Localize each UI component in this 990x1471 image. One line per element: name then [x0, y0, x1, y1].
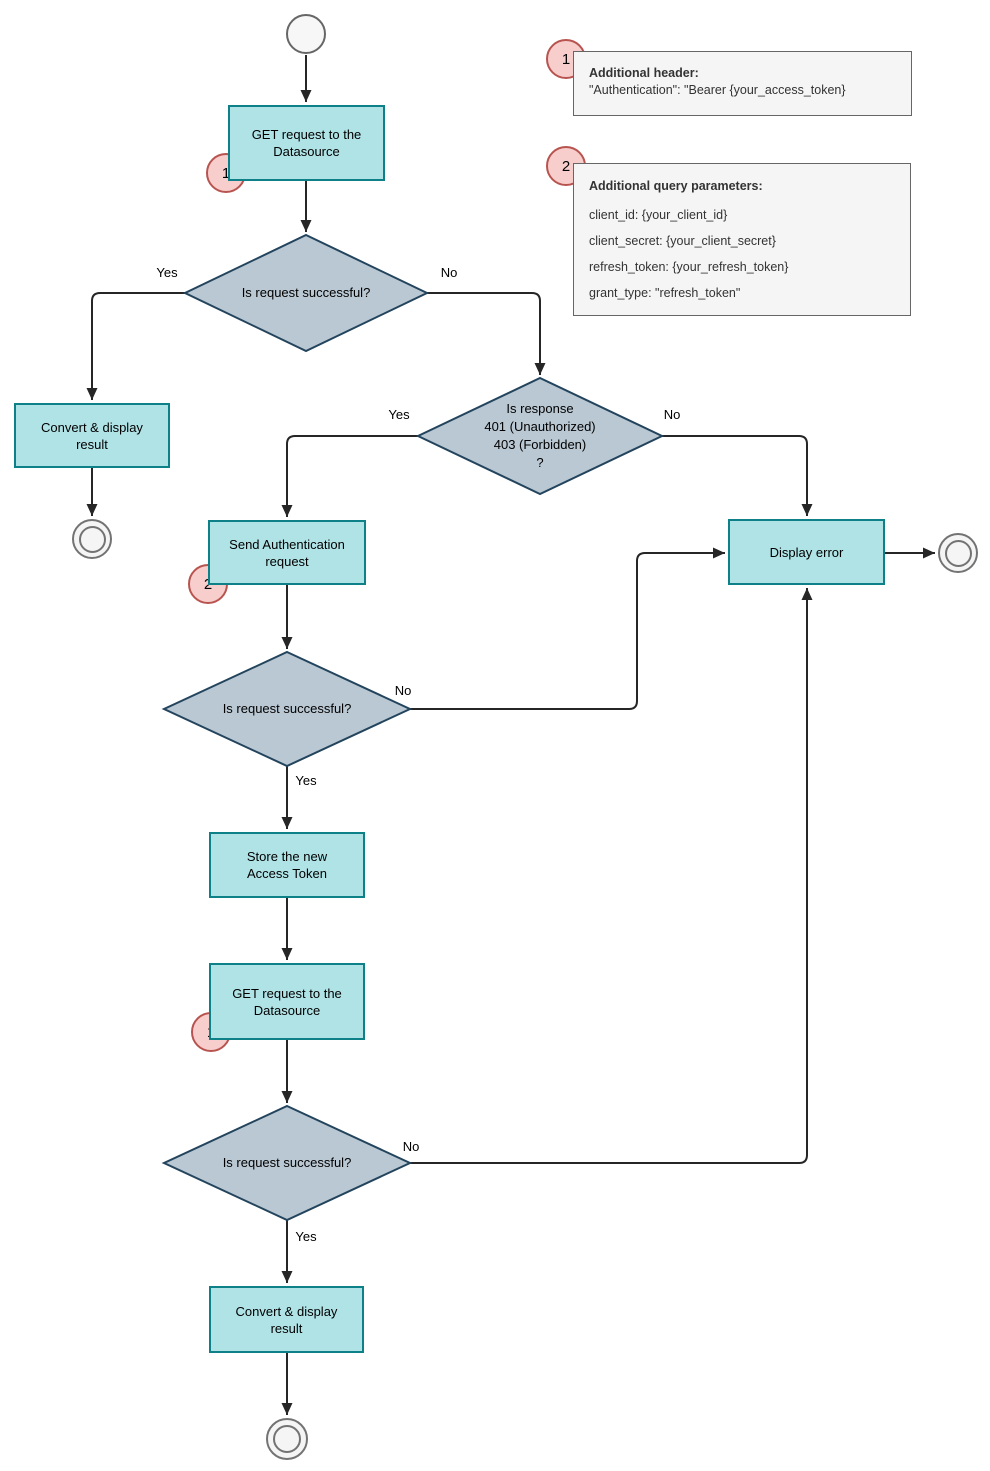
note-line: client_id: {your_client_id} [589, 208, 728, 222]
process-display-error: Display error [728, 519, 885, 585]
process-convert-display-1: Convert & display result [14, 403, 170, 468]
edge-label-decision3-no: No [394, 683, 412, 698]
end-event-circle-left [72, 519, 112, 559]
note-title: Additional query parameters: [589, 179, 763, 193]
edge-label-decision3-yes: Yes [295, 773, 317, 788]
edge-decision2-yes-to-sendauth [281, 435, 418, 517]
process-get-request-2: GET request to the Datasource [209, 963, 365, 1040]
decision-request-successful-2-shape [161, 650, 413, 768]
note-additional-header: Additional header: "Authentication": "Be… [573, 51, 912, 116]
process-send-authentication: Send Authentication request [208, 520, 366, 585]
decision-response-401-403-shape [415, 376, 665, 496]
edge-decision2-no-to-displayerror [662, 435, 813, 516]
edge-label-decision2-no: No [663, 407, 681, 422]
process-get-request-1: GET request to the Datasource [228, 105, 385, 181]
edge-label-decision1-yes: Yes [156, 265, 178, 280]
edge-label-decision4-no: No [402, 1139, 420, 1154]
end-event-circle-right [938, 533, 978, 573]
edge-label-decision4-yes: Yes [295, 1229, 317, 1244]
process-store-access-token: Store the new Access Token [209, 832, 365, 898]
edge-decision1-yes-to-convert1 [86, 292, 185, 400]
note-line: refresh_token: {your_refresh_token} [589, 260, 789, 274]
note-line: "Authentication": "Bearer {your_access_t… [589, 83, 846, 97]
note-line: client_secret: {your_client_secret} [589, 234, 776, 248]
edge-decision4-no-to-displayerror [410, 588, 813, 1164]
end-event-inner-circle [273, 1425, 301, 1453]
edge-label-decision2-yes: Yes [388, 407, 410, 422]
note-title: Additional header: [589, 66, 699, 80]
note-line: grant_type: "refresh_token" [589, 286, 741, 300]
decision-request-successful-1-shape [182, 233, 430, 353]
process-convert-display-2: Convert & display result [209, 1286, 364, 1353]
edge-decision1-no-to-decision2 [427, 292, 546, 375]
end-event-inner-circle [78, 525, 106, 553]
end-event-inner-circle [944, 539, 972, 567]
edge-label-decision1-no: No [440, 265, 458, 280]
decision-request-successful-3-shape [161, 1104, 413, 1222]
note-additional-query-parameters: Additional query parameters: client_id: … [573, 163, 911, 316]
start-event-circle [286, 14, 326, 54]
end-event-circle-bottom [266, 1418, 308, 1460]
edge-decision3-no-to-displayerror [410, 547, 725, 710]
